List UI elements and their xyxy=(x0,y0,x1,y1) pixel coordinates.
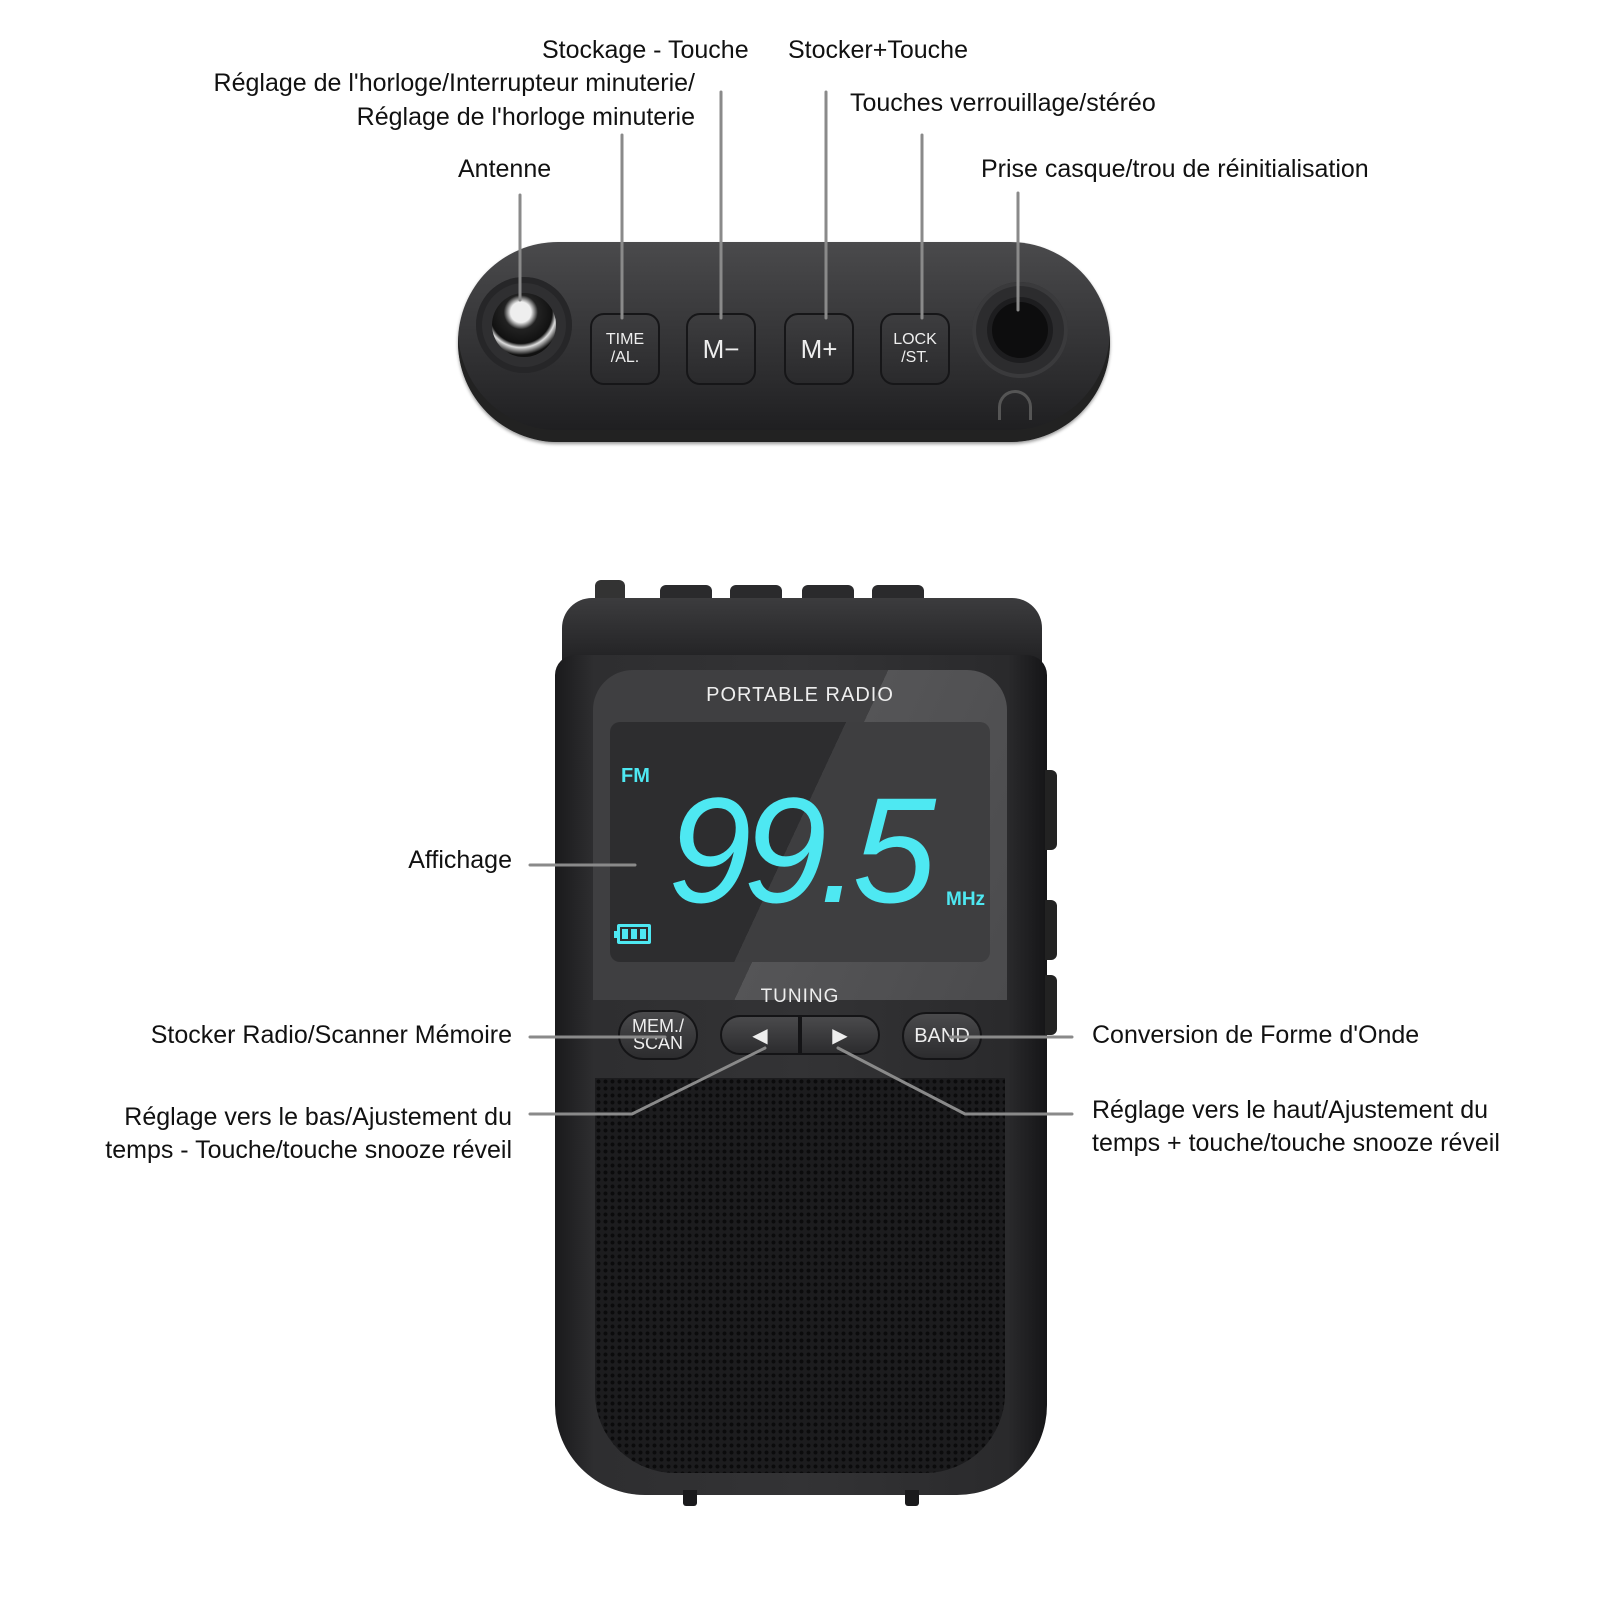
label-headphone: Prise casque/trou de réinitialisation xyxy=(981,155,1369,183)
band-button[interactable]: BAND xyxy=(902,1012,982,1060)
time-label: TIME xyxy=(605,331,645,348)
lcd-screen xyxy=(610,722,990,962)
right-arrow-icon: ▶ xyxy=(832,1024,848,1047)
label-tune-down-line2: temps - Touche/touche snooze réveil xyxy=(105,1136,512,1164)
jack-hole xyxy=(992,302,1048,358)
st-label: /ST. xyxy=(901,349,929,366)
mem-scan-button[interactable]: MEM./SCAN xyxy=(618,1010,698,1060)
al-label: /AL. xyxy=(610,349,640,366)
band-indicator: FM xyxy=(621,765,650,787)
label-mem-scan: Stocker Radio/Scanner Mémoire xyxy=(150,1021,512,1049)
lock-st-button[interactable]: LOCK/ST. xyxy=(880,313,950,385)
label-antenna: Antenne xyxy=(458,155,552,183)
antenna xyxy=(476,277,572,373)
tune-up-button[interactable]: ▶ xyxy=(800,1015,880,1055)
label-clock-line2: Réglage de l'horloge minuterie xyxy=(356,103,695,131)
left-arrow-icon: ◀ xyxy=(752,1024,768,1047)
brand-label: PORTABLE RADIO xyxy=(706,684,894,706)
label-band: Conversion de Forme d'Onde xyxy=(1092,1021,1420,1049)
antenna-ball xyxy=(492,293,556,357)
scan-label: SCAN xyxy=(632,1033,683,1053)
label-tune-up-line2: temps + touche/touche snooze réveil xyxy=(1092,1129,1500,1157)
side-button[interactable] xyxy=(1045,900,1057,960)
m-minus-button[interactable]: M− xyxy=(686,313,756,385)
mem-label: MEM./ xyxy=(632,1016,684,1036)
headphone-icon xyxy=(998,390,1032,420)
unit-label: MHz xyxy=(946,889,986,910)
radio-top-view: TIME/AL. M− M+ LOCK/ST. xyxy=(458,242,1110,442)
speaker-grille xyxy=(595,1078,1005,1473)
battery-icon xyxy=(614,924,651,944)
top-button-nub xyxy=(872,585,924,599)
top-button-nub xyxy=(660,585,712,599)
tune-down-button[interactable]: ◀ xyxy=(720,1015,800,1055)
foot xyxy=(683,1490,697,1506)
top-button-nub xyxy=(730,585,782,599)
label-lock-stereo: Touches verrouillage/stéréo xyxy=(850,89,1156,117)
label-clock-line1: Réglage de l'horloge/Interrupteur minute… xyxy=(213,69,695,97)
tuning-label: TUNING xyxy=(760,986,840,1007)
side-button[interactable] xyxy=(1045,770,1057,850)
m-plus-button[interactable]: M+ xyxy=(784,313,854,385)
label-display: Affichage xyxy=(408,846,512,874)
label-tune-down-line1: Réglage vers le bas/Ajustement du xyxy=(124,1103,512,1131)
headphone-jack[interactable] xyxy=(972,282,1068,378)
time-al-button[interactable]: TIME/AL. xyxy=(590,313,660,385)
label-storage-plus: Stocker+Touche xyxy=(788,36,968,64)
frequency-readout: 99.5 xyxy=(668,766,936,934)
foot xyxy=(905,1490,919,1506)
lock-label: LOCK xyxy=(893,331,937,348)
label-storage-minus: Stockage - Touche xyxy=(542,36,749,64)
top-button-nub xyxy=(802,585,854,599)
side-button[interactable] xyxy=(1045,975,1057,1035)
label-tune-up-line1: Réglage vers le haut/Ajustement du xyxy=(1092,1096,1489,1124)
